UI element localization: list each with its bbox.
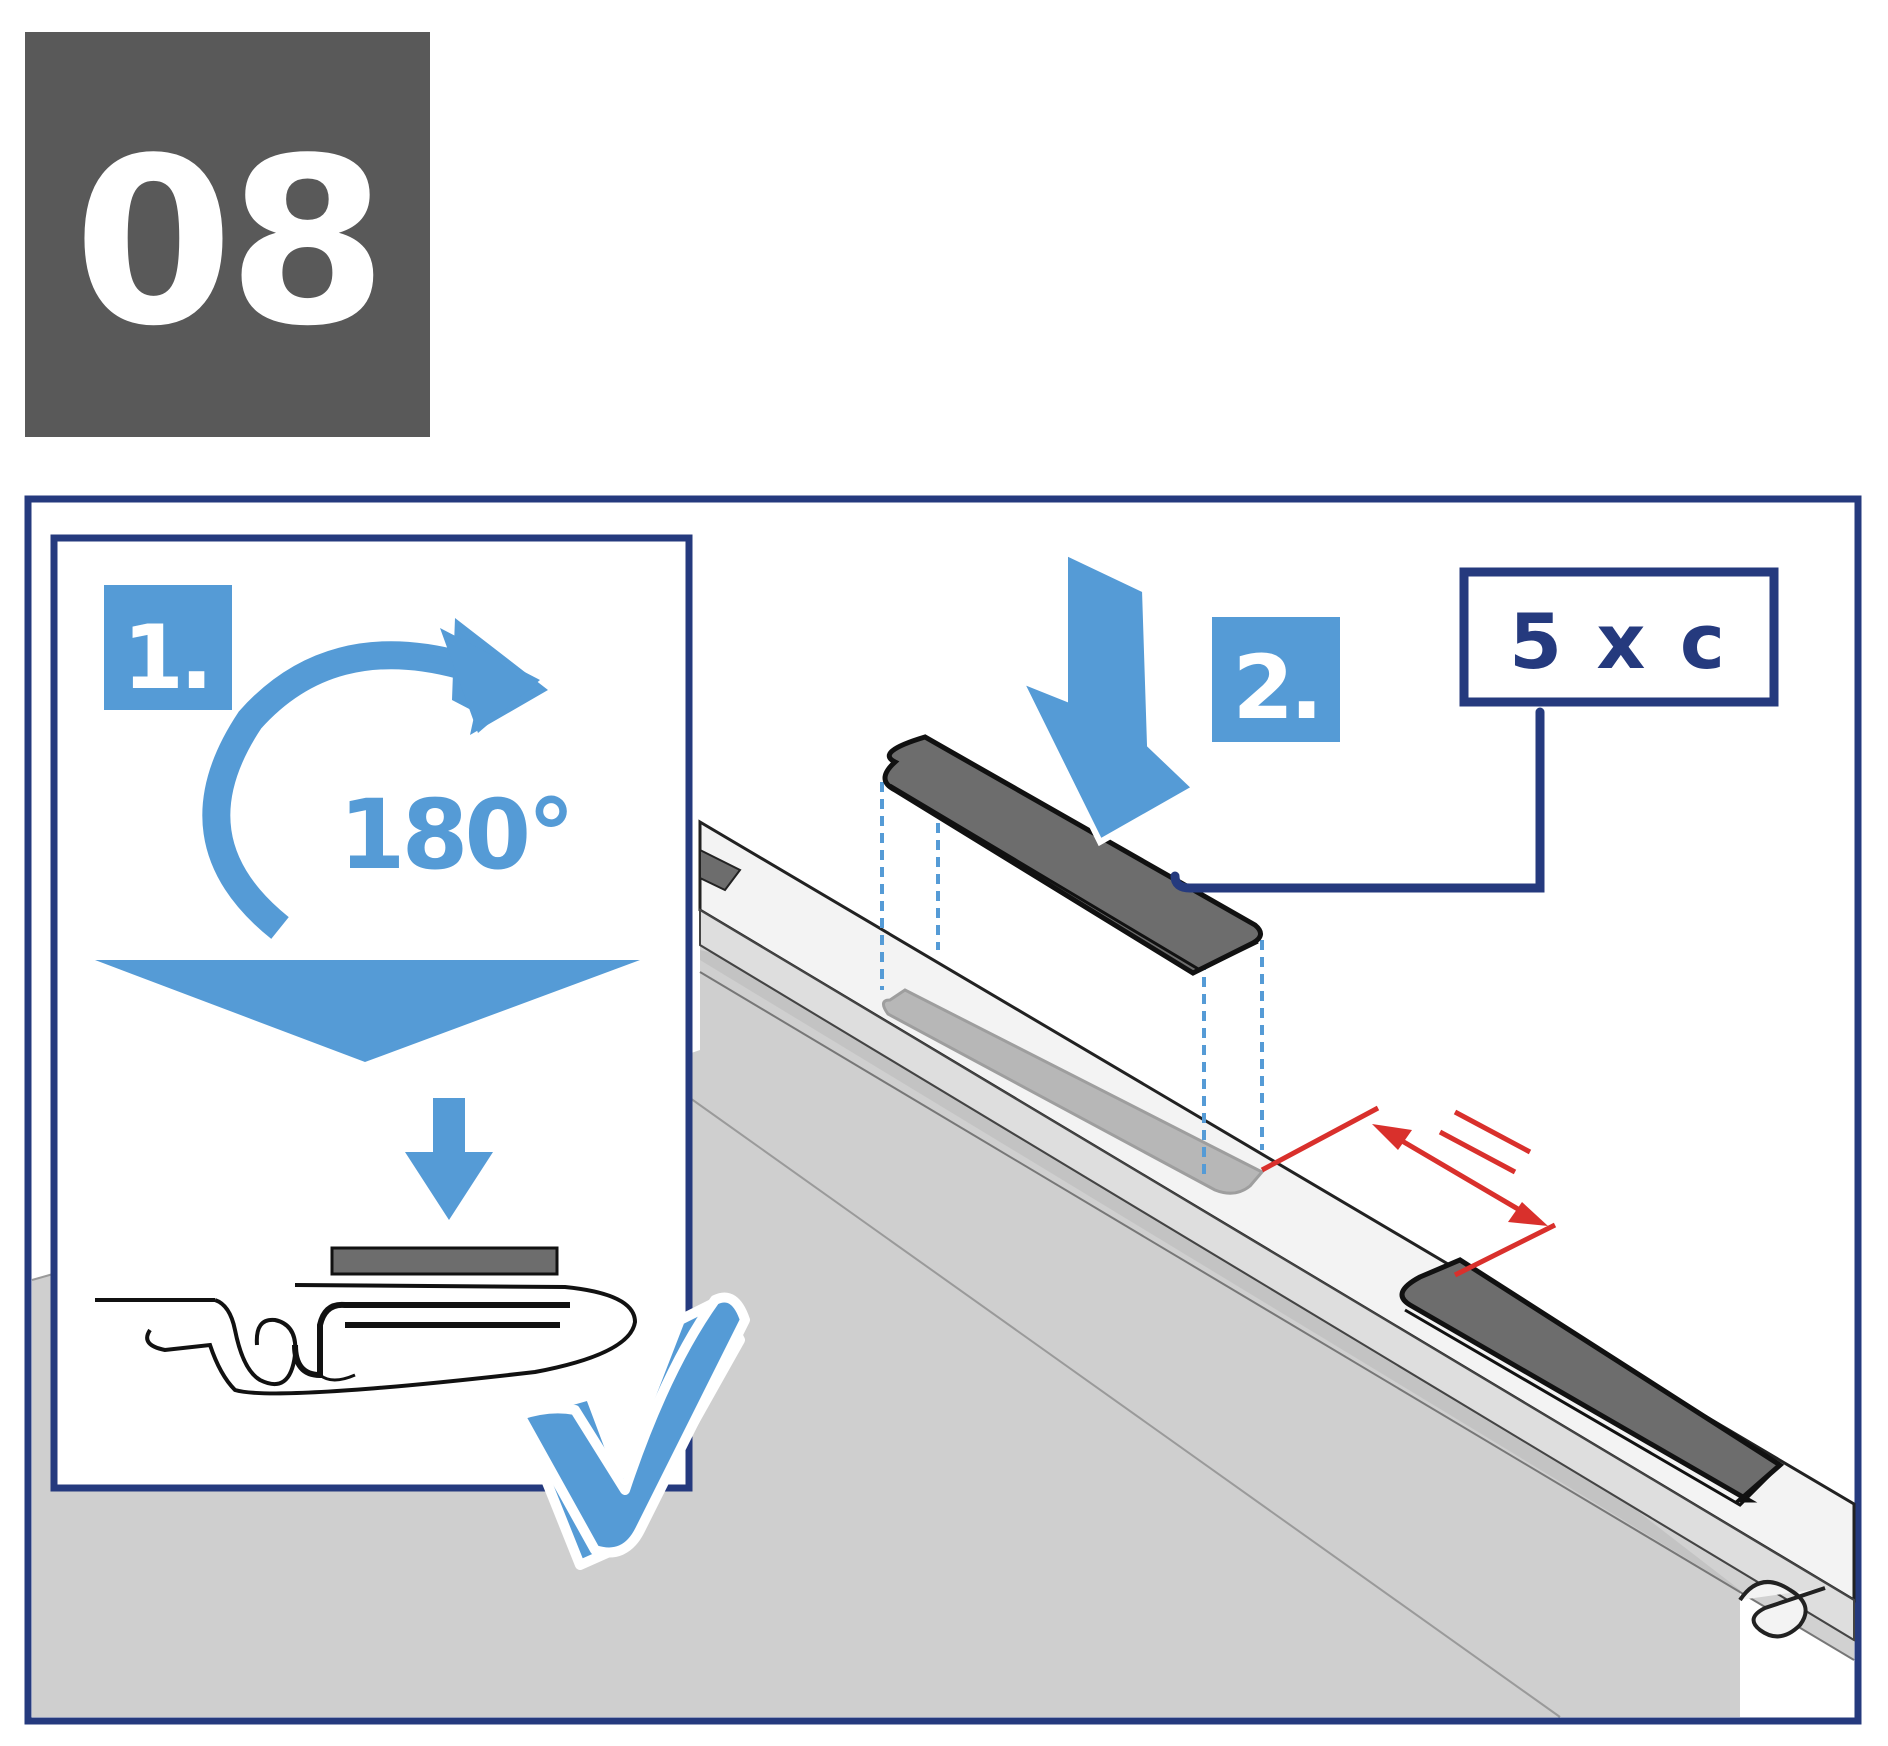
rail-profile [698, 819, 1856, 1661]
installed-clip [1399, 1257, 1785, 1507]
clip-section [330, 1246, 559, 1276]
substep-2-label: 2. [1233, 636, 1320, 739]
substep-1-badge [104, 585, 232, 710]
inset-panel-step-1: 1. 180° [50, 534, 693, 1492]
placement-guides [880, 782, 1264, 1175]
quantity-label: 5 x c [1509, 597, 1729, 686]
step-number: 08 [73, 109, 387, 377]
equal-spacing-icon [1260, 1105, 1557, 1278]
quantity-leader-line [1170, 707, 1545, 893]
rotation-label: 180° [339, 779, 571, 891]
clip-target-ghost [882, 988, 1265, 1195]
profile-cross-section [95, 1283, 638, 1396]
clip-part [882, 734, 1263, 976]
flip-down-arrow-icon [95, 960, 640, 1062]
substep-2-badge [1212, 617, 1340, 742]
quantity-box [1459, 567, 1779, 707]
substep-1-label: 1. [123, 606, 210, 709]
down-arrow-icon [405, 1098, 493, 1220]
rotate-arrow-icon [202, 641, 464, 939]
step-number-badge: 08 [25, 32, 430, 437]
press-down-arrow-icon [1013, 547, 1200, 847]
